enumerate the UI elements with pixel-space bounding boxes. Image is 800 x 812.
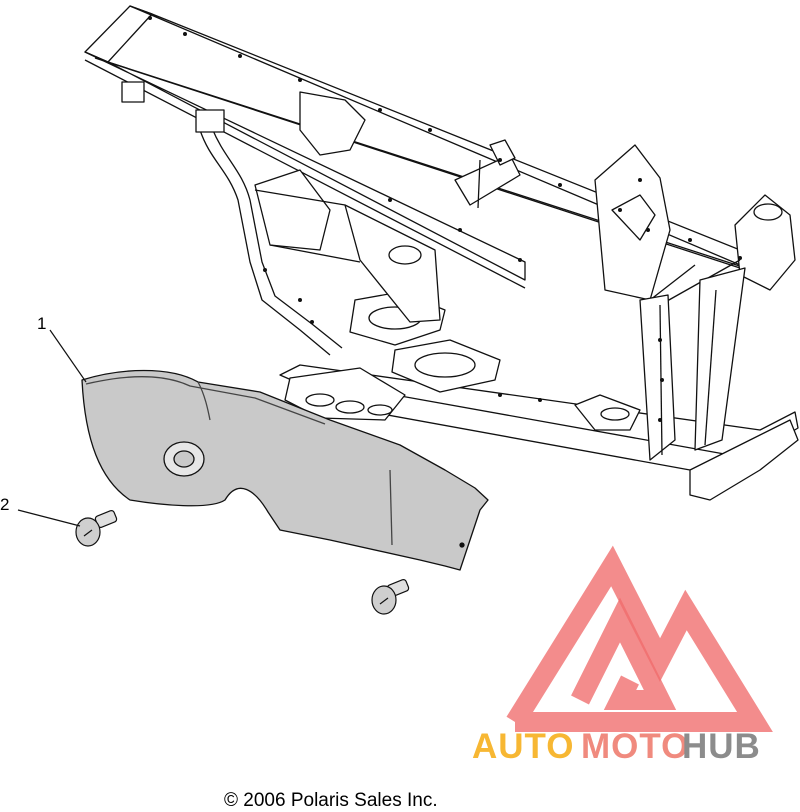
copyright-footer: © 2006 Polaris Sales Inc. [224,790,438,811]
watermark-text-hub: HUB [682,727,761,766]
bolt-icon [75,509,410,615]
watermark-text-moto: MOTO [581,727,690,766]
skid-plate-icon [81,369,489,571]
callout-label-2: 2 [0,495,10,514]
watermark-text-auto: AUTO [472,727,575,766]
watermark-logo-icon [506,545,773,732]
callout-label-1: 1 [37,314,47,333]
leader-lines [17,329,87,527]
frame-icon [84,5,799,501]
